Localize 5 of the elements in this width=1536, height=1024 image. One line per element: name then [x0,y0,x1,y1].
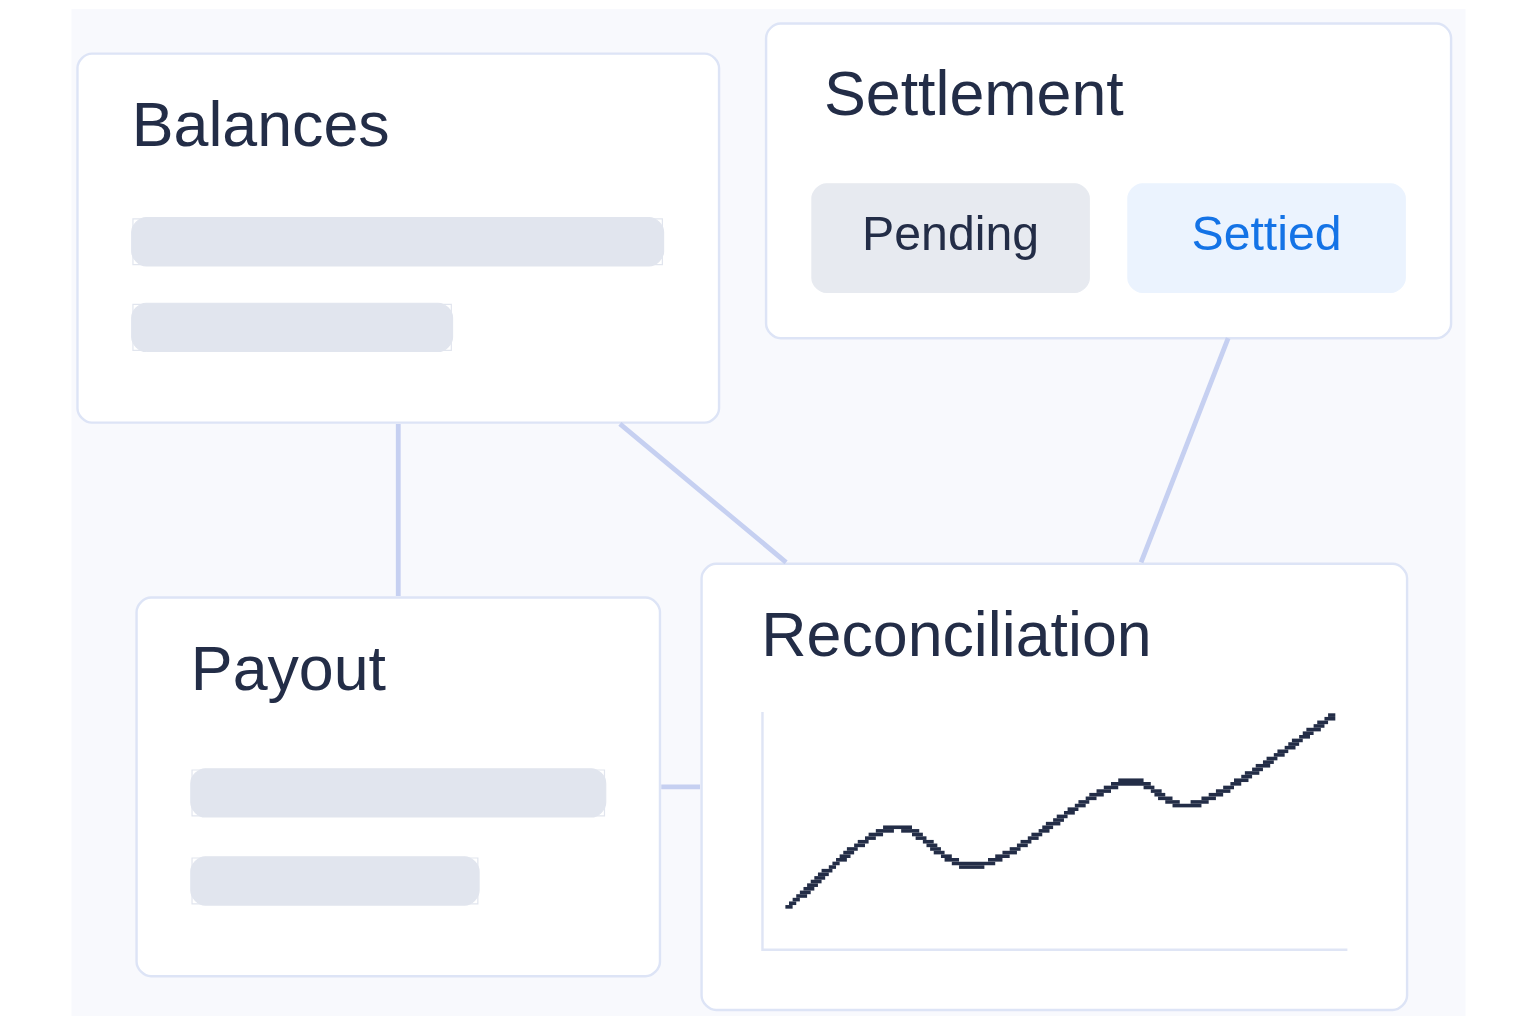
connector [395,423,401,596]
connector [660,783,700,789]
connector [617,421,788,564]
node-box: Pending [810,182,1090,293]
connector [1138,336,1230,563]
